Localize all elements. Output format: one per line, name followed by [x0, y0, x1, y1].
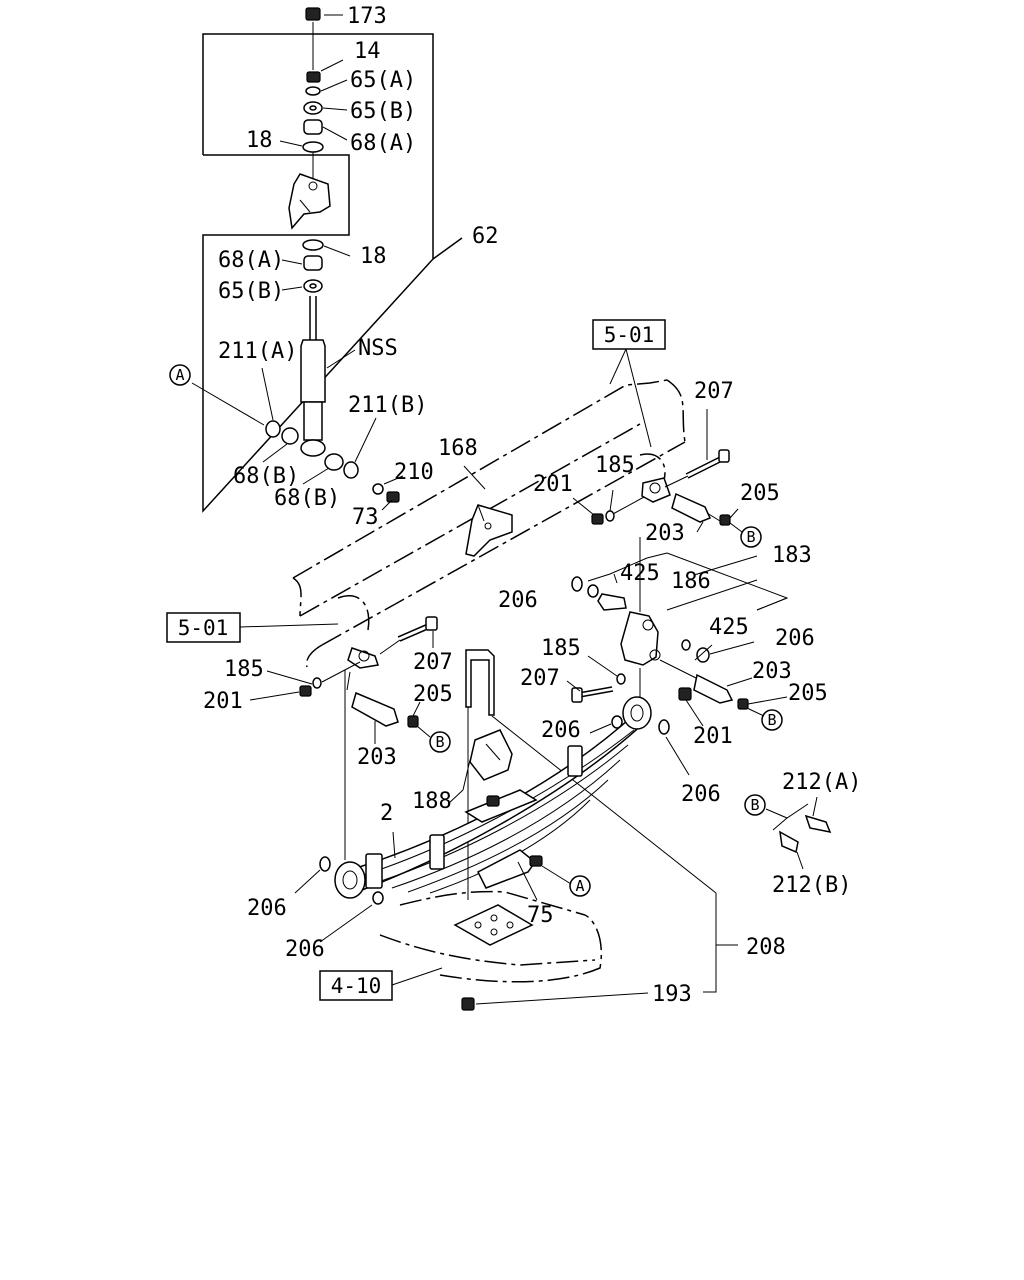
ref-box-4-10[interactable]: 4-10	[319, 970, 393, 1001]
label-206-1: 206	[498, 588, 538, 613]
label-425-2: 425	[709, 615, 749, 640]
label-18-mid: 18	[360, 244, 387, 269]
shackle-group	[571, 537, 789, 727]
marker-a-shock: A	[169, 364, 191, 386]
label-206-2: 206	[775, 626, 815, 651]
label-205-right: 205	[788, 681, 828, 706]
part-labels: 173 14 65(A) 65(B) 68(A) 18 62 18 68(A) …	[203, 4, 861, 1007]
shock-upper-hardware	[265, 7, 400, 503]
bolt-207-upper	[572, 409, 743, 533]
u-bolt-208	[465, 649, 738, 993]
ref-label: 4-10	[331, 974, 382, 998]
spring-plate-75	[477, 849, 572, 901]
label-205-left: 205	[413, 682, 453, 707]
label-68b-2: 68(B)	[274, 486, 340, 511]
label-18-top: 18	[246, 128, 273, 153]
label-65b-mid: 65(B)	[218, 279, 284, 304]
ref-label: 5-01	[604, 323, 655, 347]
label-211a: 211(A)	[218, 339, 297, 364]
label-173: 173	[347, 4, 387, 29]
label-211b: 211(B)	[348, 393, 427, 418]
label-65b-top: 65(B)	[350, 99, 416, 124]
label-188: 188	[412, 789, 452, 814]
svg-text:B: B	[750, 796, 759, 814]
label-206-mid: 206	[541, 718, 581, 743]
label-75: 75	[527, 903, 554, 928]
label-206-low1: 206	[247, 896, 287, 921]
rear-eye-hardware	[566, 655, 690, 776]
label-201-top: 201	[533, 472, 573, 497]
label-206-right: 206	[681, 782, 721, 807]
label-14: 14	[354, 39, 381, 64]
svg-text:A: A	[175, 366, 184, 384]
label-207-top: 207	[694, 379, 734, 404]
ref-box-5-01-top[interactable]: 5-01	[592, 319, 666, 350]
label-186: 186	[671, 569, 711, 594]
label-201-mid: 201	[693, 724, 733, 749]
svg-text:A: A	[575, 877, 584, 895]
label-206-low2: 206	[285, 937, 325, 962]
svg-text:B: B	[435, 733, 444, 751]
label-73: 73	[352, 505, 379, 530]
label-425-1: 425	[620, 561, 660, 586]
label-nss: NSS	[358, 336, 398, 361]
frame-rail	[292, 379, 686, 669]
label-207-left: 207	[413, 650, 453, 675]
ref-box-5-01-left[interactable]: 5-01	[166, 612, 241, 643]
grease-nipples-212	[765, 796, 832, 870]
label-68a-mid: 68(A)	[218, 248, 284, 273]
ref-label: 5-01	[178, 616, 229, 640]
label-68a-top: 68(A)	[350, 131, 416, 156]
front-hanger-hardware	[249, 616, 438, 860]
label-207-mid: 207	[520, 666, 560, 691]
misc-leaders	[693, 555, 788, 611]
label-62: 62	[472, 224, 499, 249]
marker-b-right: B	[761, 709, 783, 731]
leaf-spring-2	[294, 696, 652, 943]
label-193: 193	[652, 982, 692, 1007]
label-210: 210	[394, 460, 434, 485]
label-208: 208	[746, 935, 786, 960]
label-185-top: 185	[595, 453, 635, 478]
label-212a: 212(A)	[782, 770, 861, 795]
label-203-right: 203	[752, 659, 792, 684]
marker-b-fittings: B	[744, 794, 766, 816]
svg-text:B: B	[767, 711, 776, 729]
label-203-top: 203	[645, 521, 685, 546]
label-68b-1: 68(B)	[233, 464, 299, 489]
label-212b: 212(B)	[772, 873, 851, 898]
label-2: 2	[380, 801, 393, 826]
label-185-left: 185	[224, 657, 264, 682]
label-183: 183	[772, 543, 812, 568]
label-205-top: 205	[740, 481, 780, 506]
shock-leader-lines	[191, 14, 404, 511]
axle-4-10	[379, 890, 649, 1011]
marker-b-left: B	[429, 731, 451, 753]
label-201-left: 201	[203, 689, 243, 714]
marker-a-spring: A	[569, 875, 591, 897]
svg-text:B: B	[746, 528, 755, 546]
label-65a-top: 65(A)	[350, 68, 416, 93]
label-185-mid: 185	[541, 636, 581, 661]
shock-absorber-group-outline	[202, 33, 463, 513]
label-168: 168	[438, 436, 478, 461]
marker-b-top: B	[740, 526, 762, 548]
ref-leaders	[239, 348, 652, 986]
bump-stopper-188	[447, 729, 513, 805]
label-203-left: 203	[357, 745, 397, 770]
